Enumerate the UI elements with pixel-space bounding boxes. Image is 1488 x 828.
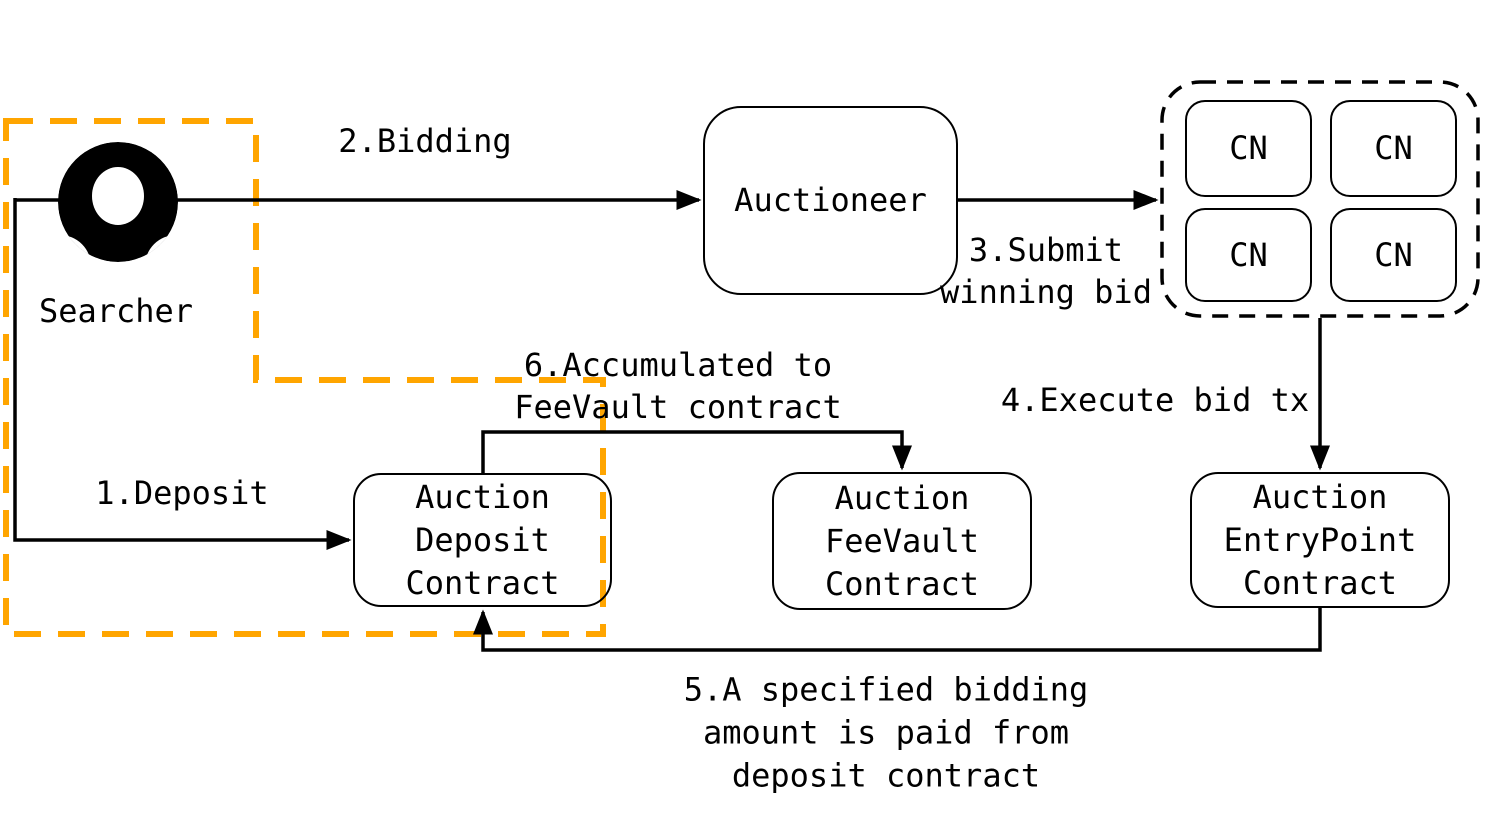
searcher-label: Searcher <box>38 292 194 330</box>
auction-deposit-contract-node: Auction Deposit Contract <box>353 473 612 607</box>
auction-entrypoint-contract-node: Auction EntryPoint Contract <box>1190 472 1450 608</box>
cn-node: CN <box>1330 100 1457 197</box>
person-icon <box>58 142 178 262</box>
auctioneer-node: Auctioneer <box>703 106 958 295</box>
cn-cluster: CN CN CN CN <box>1160 80 1480 318</box>
edge-6-accumulated-to-feevault <box>481 430 912 473</box>
flow-label-4-execute-bid-tx: 4.Execute bid tx <box>1000 381 1310 419</box>
edge-1-deposit <box>13 198 352 550</box>
auction-feevault-contract-node: Auction FeeVault Contract <box>772 472 1032 610</box>
edge-5-paid-from-deposit <box>473 608 1322 652</box>
searcher-deposit-highlight-region <box>3 118 606 637</box>
flow-label-6-accumulated-to-feevault: 6.Accumulated to FeeVault contract <box>514 346 842 426</box>
flow-label-3-submit-winning-bid: 3.Submit winning bid <box>940 231 1152 311</box>
cn-node: CN <box>1185 208 1312 302</box>
cn-node: CN <box>1185 100 1312 197</box>
cn-node: CN <box>1330 208 1457 302</box>
cn-cluster-border <box>1160 80 1480 318</box>
flow-label-5-paid-from-deposit: 5.A specified bidding amount is paid fro… <box>683 670 1089 795</box>
flow-label-1-deposit: 1.Deposit <box>95 474 269 512</box>
flow-label-2-bidding: 2.Bidding <box>338 122 512 160</box>
